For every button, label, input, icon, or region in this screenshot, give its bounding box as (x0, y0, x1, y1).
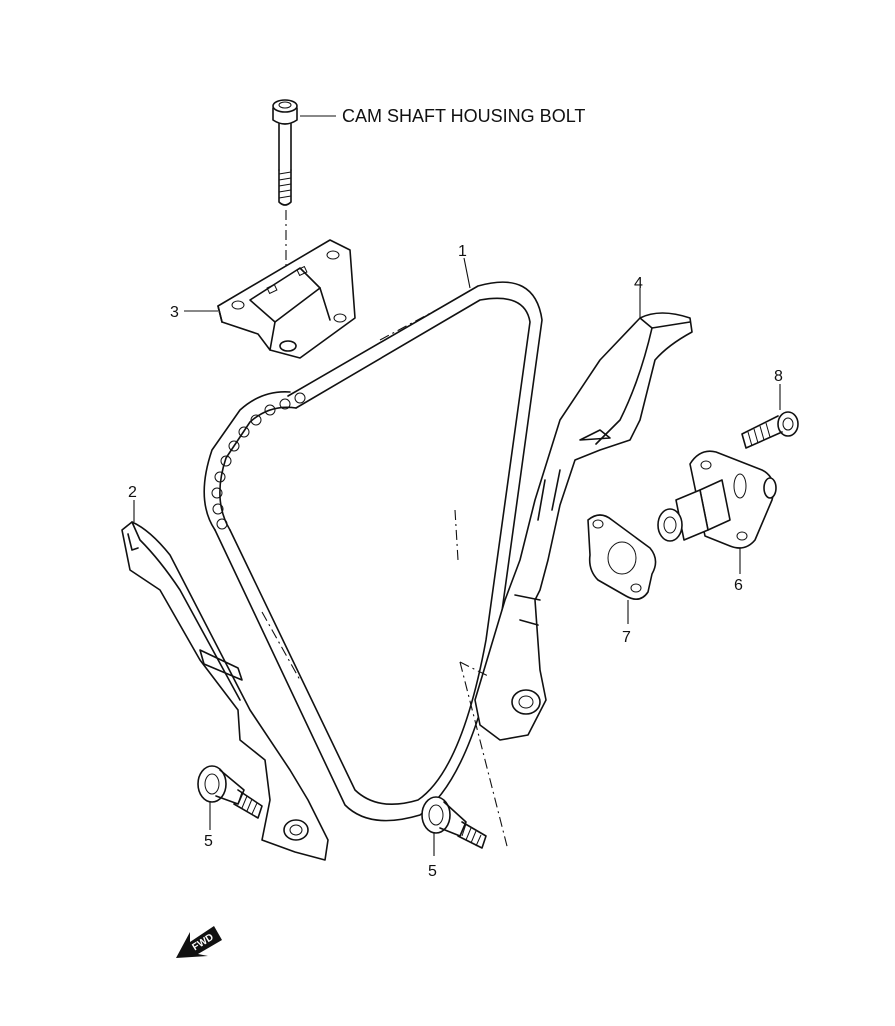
callout-4: 4 (634, 275, 643, 292)
callout-7: 7 (622, 629, 631, 646)
part-2-chain-guide: 2 (121, 484, 329, 861)
callout-2: 2 (128, 484, 137, 501)
part-3-chain-guide-bracket: 3 (170, 239, 356, 359)
cam-shaft-housing-bolt: CAM SHAFT HOUSING BOLT (272, 99, 585, 206)
cam-shaft-housing-bolt-label: CAM SHAFT HOUSING BOLT (342, 106, 585, 126)
part-7-gasket: 7 (587, 514, 657, 646)
part-5-guide-bolt-left: 5 (197, 765, 263, 850)
chain-links (211, 392, 306, 530)
part-1-cam-chain: 1 (203, 243, 543, 822)
part-6-tensioner-adjuster: 6 (657, 450, 777, 594)
callout-5-right: 5 (428, 863, 437, 880)
callout-5-left: 5 (204, 833, 213, 850)
part-8-adjuster-bolt: 8 (741, 368, 799, 449)
fwd-arrow-icon: FWD (176, 926, 222, 958)
callout-1: 1 (458, 243, 467, 260)
part-4-tensioner-arm: 4 (474, 275, 693, 741)
part-5-guide-bolt-right: 5 (421, 796, 487, 880)
callout-3: 3 (170, 304, 179, 321)
callout-6: 6 (734, 577, 743, 594)
callout-8: 8 (774, 368, 783, 385)
